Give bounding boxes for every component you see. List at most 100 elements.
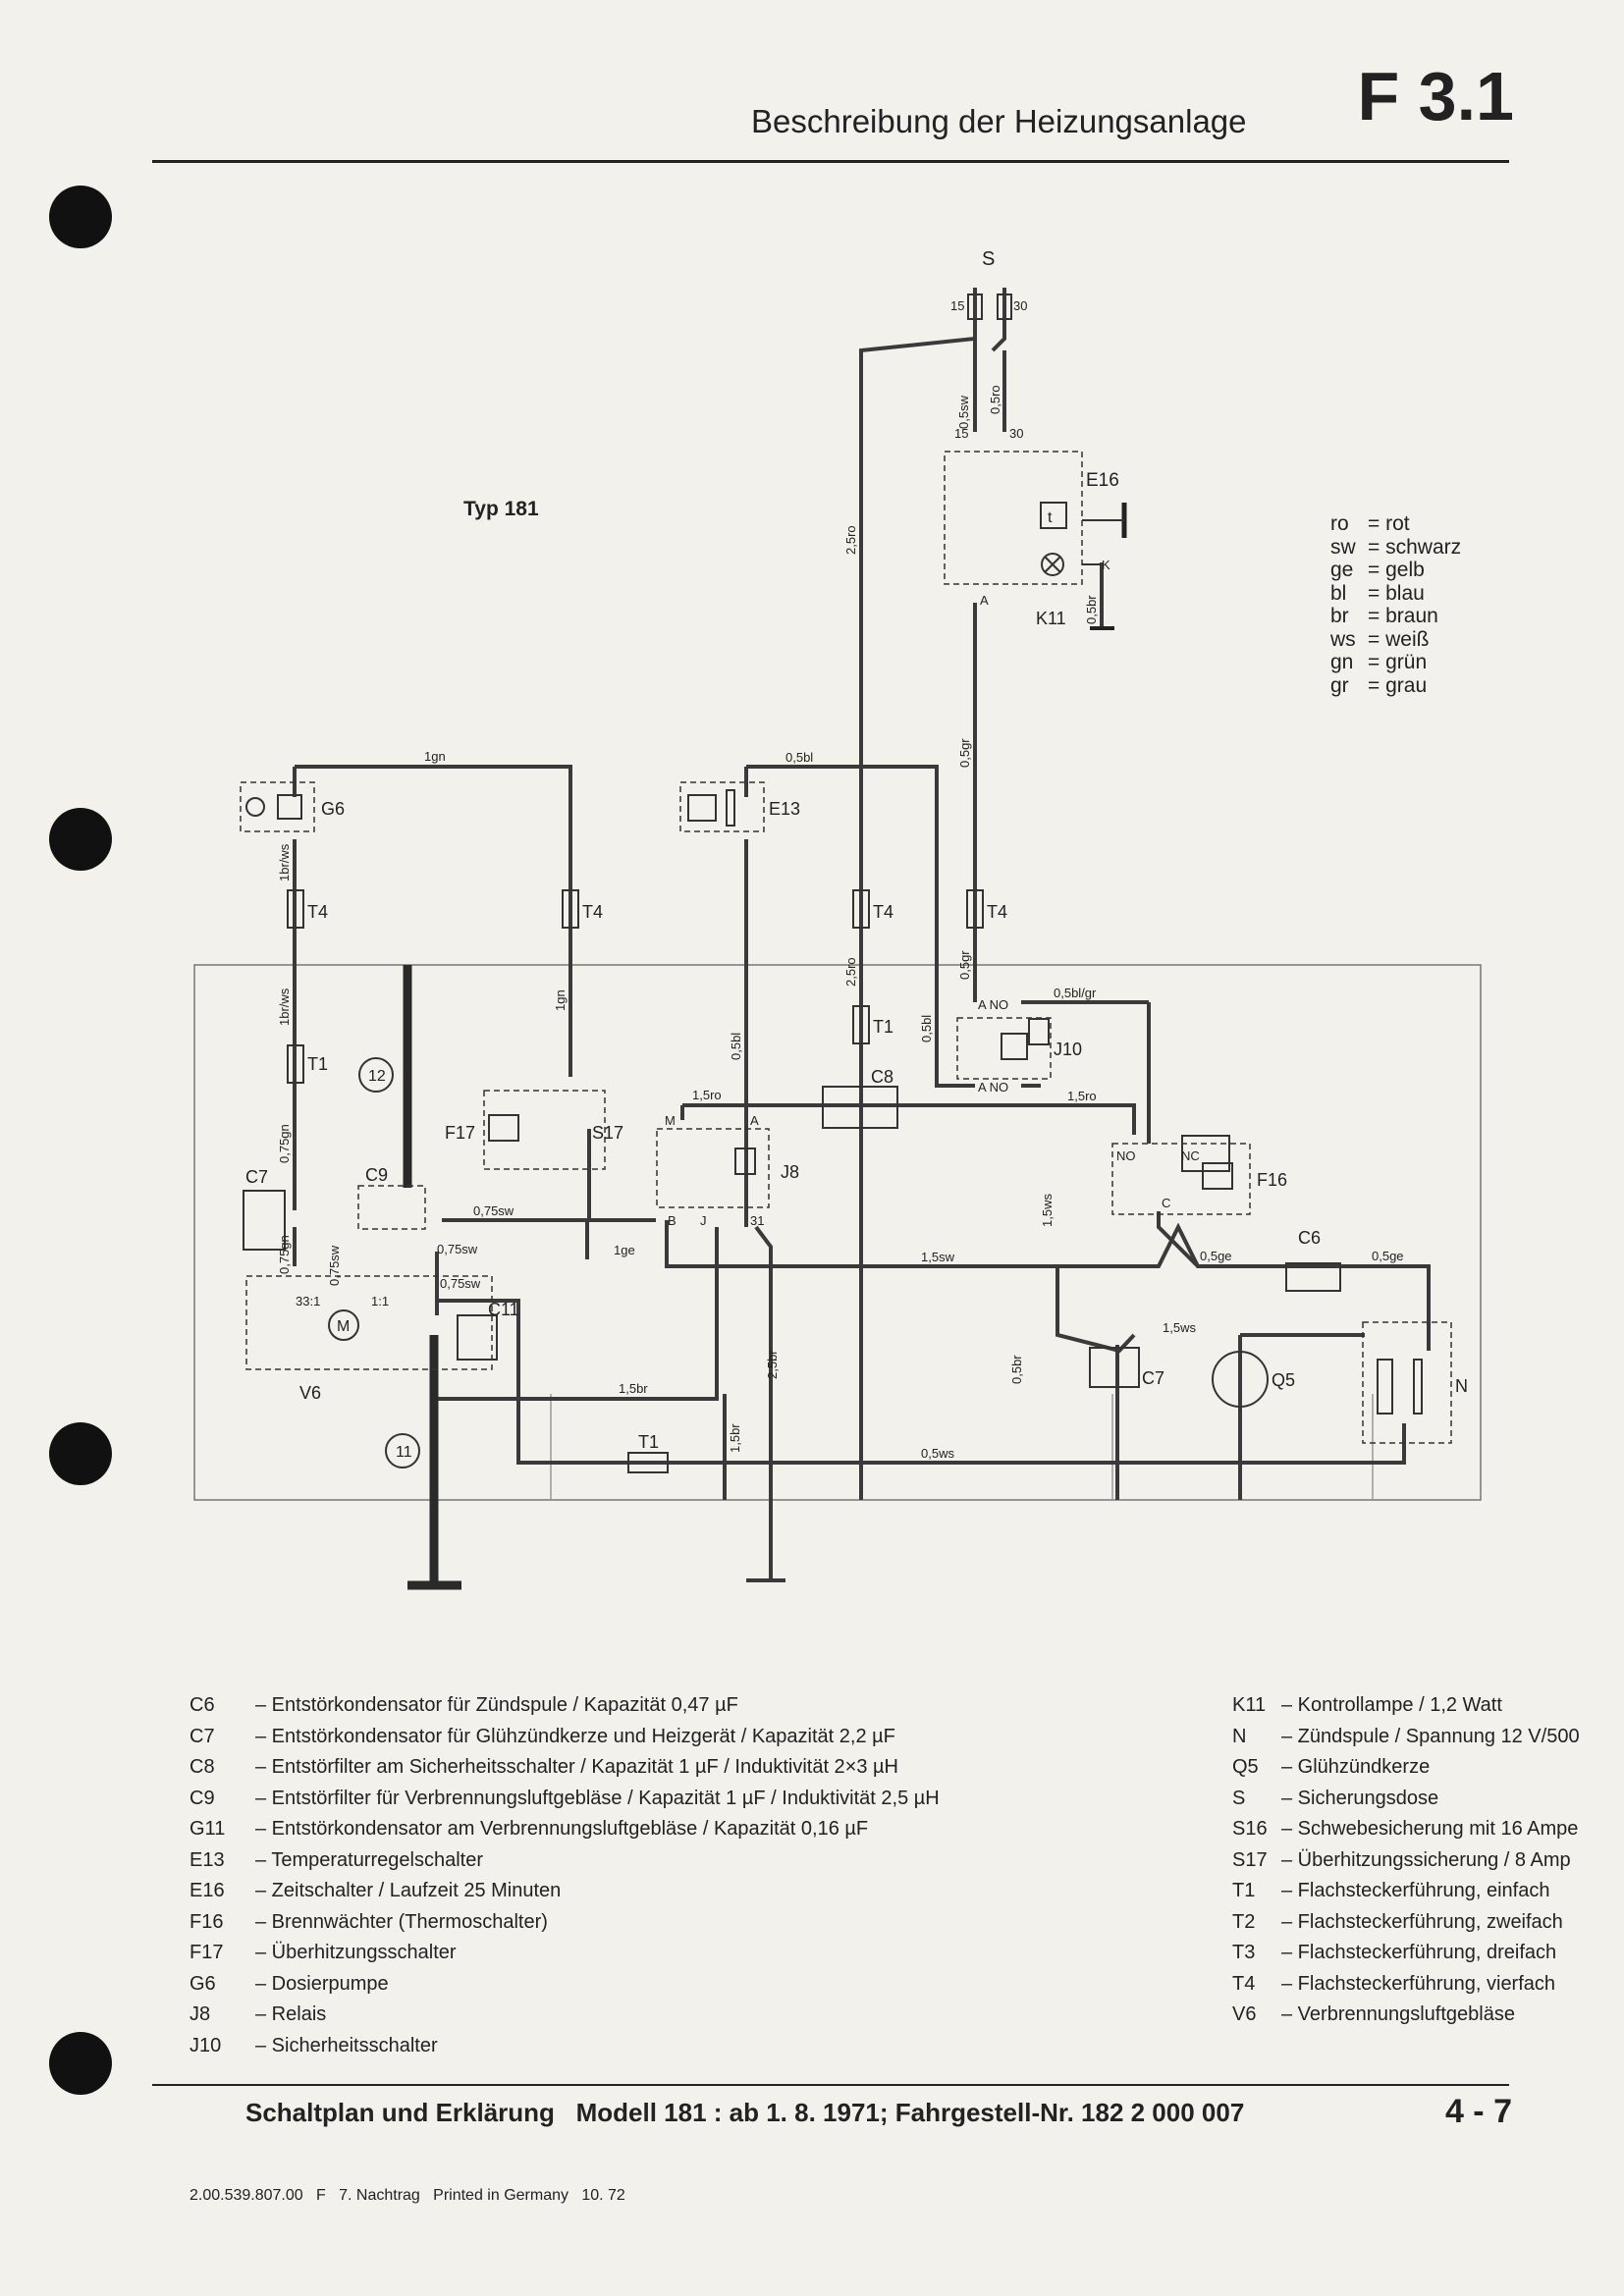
label-S17: S17	[592, 1123, 623, 1143]
type-label: Typ 181	[463, 498, 539, 520]
label-C11: C11	[488, 1300, 519, 1319]
label-S: S	[982, 248, 995, 270]
terminal-NO: NO	[1116, 1148, 1136, 1163]
label-C7: C7	[1142, 1368, 1164, 1388]
wire-label: 0,75gn	[277, 1235, 292, 1274]
terminal-B: B	[668, 1213, 677, 1228]
wire-label: 0,5br	[1084, 595, 1099, 624]
wire-label: 0,5ro	[988, 385, 1002, 414]
wire-label: 0,75sw	[437, 1242, 478, 1256]
wire-label: 2,5ro	[843, 957, 858, 987]
legend-item: C9– Entstörfilter für Verbrennungsluftge…	[189, 1787, 940, 1809]
wire-label: 0,5gr	[957, 738, 972, 768]
color-key-row: ws= weiß	[1330, 627, 1430, 651]
legend-item: K11– Kontrollampe / 1,2 Watt	[1232, 1694, 1502, 1716]
terminal-J: J	[700, 1213, 707, 1228]
wire-label: 0,5ws	[921, 1446, 954, 1461]
legend-item: S17– Überhitzungssicherung / 8 Amp	[1232, 1848, 1571, 1871]
page-title: Beschreibung der Heizungsanlage	[751, 103, 1247, 139]
label-C6: C6	[1298, 1228, 1321, 1248]
label-K11: K11	[1036, 609, 1066, 628]
section-code: F 3.1	[1357, 58, 1514, 134]
legend-item: T1– Flachsteckerführung, einfach	[1232, 1880, 1550, 1901]
wire-label: 0,75sw	[473, 1203, 514, 1218]
callout-11: 11	[396, 1444, 412, 1461]
header-rule	[152, 160, 1509, 163]
label-F16: F16	[1257, 1170, 1287, 1190]
wire-label: 0,5bl	[919, 1015, 934, 1042]
legend-right: K11– Kontrollampe / 1,2 Watt N– Zündspul…	[1232, 1690, 1580, 2031]
wire-label: 1gn	[424, 749, 446, 764]
print-info: 2.00.539.807.00 F 7. Nachtrag Printed in…	[189, 2187, 625, 2204]
legend-item: C8– Entstörfilter am Sicherheitsschalter…	[189, 1756, 898, 1778]
terminal-M: M	[665, 1113, 676, 1128]
terminal-31: 31	[750, 1213, 764, 1228]
label-t: t	[1048, 509, 1053, 526]
color-key-row: sw= schwarz	[1330, 535, 1462, 559]
wire-label: 0,5ge	[1200, 1249, 1232, 1263]
wire-label: 0,5sw	[956, 395, 971, 429]
wire-label: 1ge	[614, 1243, 635, 1257]
legend-item: T3– Flachsteckerführung, dreifach	[1232, 1942, 1557, 1963]
footer-rule	[152, 2084, 1509, 2086]
label-T4: T4	[987, 902, 1007, 922]
wire-label: 0,75sw	[327, 1245, 342, 1286]
legend-item: G6– Dosierpumpe	[189, 1972, 389, 1995]
wire-label: 2,5br	[765, 1350, 780, 1379]
wire-label: 0,5gr	[957, 950, 972, 980]
wire-label: 1,5ws	[1163, 1320, 1196, 1335]
wiring-diagram: Typ 181 S 15 30 15 30 E16 t A K K11 G6 E…	[193, 248, 1482, 1590]
legend-item: J10– Sicherheitsschalter	[189, 2034, 438, 2056]
binder-hole	[49, 2032, 112, 2095]
color-key-row: br= braun	[1330, 605, 1438, 627]
label-Q5: Q5	[1272, 1370, 1295, 1390]
color-key-row: ge= gelb	[1330, 559, 1425, 581]
page-number: 4 - 7	[1444, 2093, 1512, 2130]
footer-title: Schaltplan und Erklärung Modell 181 : ab…	[245, 2098, 1245, 2127]
wire-label: 0,5bl	[729, 1033, 743, 1060]
wire-label: 1,5ro	[1067, 1089, 1097, 1103]
wire-label: 0,5bl	[785, 750, 813, 765]
label-N: N	[1455, 1376, 1468, 1396]
terminal-30: 30	[1009, 426, 1023, 441]
wire-color-key: ro= rot sw= schwarz ge= gelb bl= blau br…	[1330, 512, 1461, 697]
callout-12: 12	[368, 1068, 386, 1085]
legend-item: F17– Überhitzungsschalter	[189, 1942, 457, 1963]
legend-item: C6– Entstörkondensator für Zündspule / K…	[189, 1694, 738, 1716]
label-V6: V6	[299, 1383, 321, 1403]
wire-label: 1br/ws	[277, 988, 292, 1026]
label-T4: T4	[873, 902, 893, 922]
legend-item: S16– Schwebesicherung mit 16 Ampe	[1232, 1818, 1579, 1840]
ratio-1-1: 1:1	[371, 1294, 389, 1308]
terminal-30: 30	[1013, 298, 1027, 313]
label-T1: T1	[307, 1054, 328, 1074]
terminal-15: 15	[950, 298, 964, 313]
label-J10: J10	[1054, 1040, 1082, 1059]
color-key-row: ro= rot	[1330, 512, 1410, 535]
legend-item: G11– Entstörkondensator am Verbrennungsl…	[189, 1818, 869, 1840]
label-T1: T1	[873, 1017, 893, 1037]
label-T4: T4	[582, 902, 603, 922]
wire-label: 0,5bl/gr	[1054, 986, 1097, 1000]
legend-item: E16– Zeitschalter / Laufzeit 25 Minuten	[189, 1880, 562, 1901]
terminal-A: A	[750, 1113, 759, 1128]
legend-item: T4– Flachsteckerführung, vierfach	[1232, 1972, 1556, 1995]
terminal-A: A	[980, 593, 989, 608]
label-E16: E16	[1086, 470, 1119, 491]
label-C8: C8	[871, 1067, 893, 1087]
wire-label: 1gn	[553, 989, 568, 1011]
color-key-row: gn= grün	[1330, 651, 1428, 673]
label-C7: C7	[245, 1167, 268, 1187]
terminal-A-NO: A NO	[978, 997, 1008, 1012]
ratio-33-1: 33:1	[296, 1294, 320, 1308]
terminal-A-NO: A NO	[978, 1080, 1008, 1095]
label-G6: G6	[321, 799, 345, 819]
legend-item: V6– Verbrennungsluftgebläse	[1232, 2003, 1515, 2025]
terminal-C: C	[1162, 1196, 1170, 1210]
legend-item: F16– Brennwächter (Thermoschalter)	[189, 1910, 548, 1933]
legend-item: E13– Temperaturregelschalter	[189, 1848, 483, 1871]
wire-label: 2,5ro	[843, 525, 858, 555]
wire-label: 0,75sw	[440, 1276, 481, 1291]
wire-label: 0,75gn	[277, 1124, 292, 1163]
color-key-row: gr= grau	[1330, 673, 1428, 697]
